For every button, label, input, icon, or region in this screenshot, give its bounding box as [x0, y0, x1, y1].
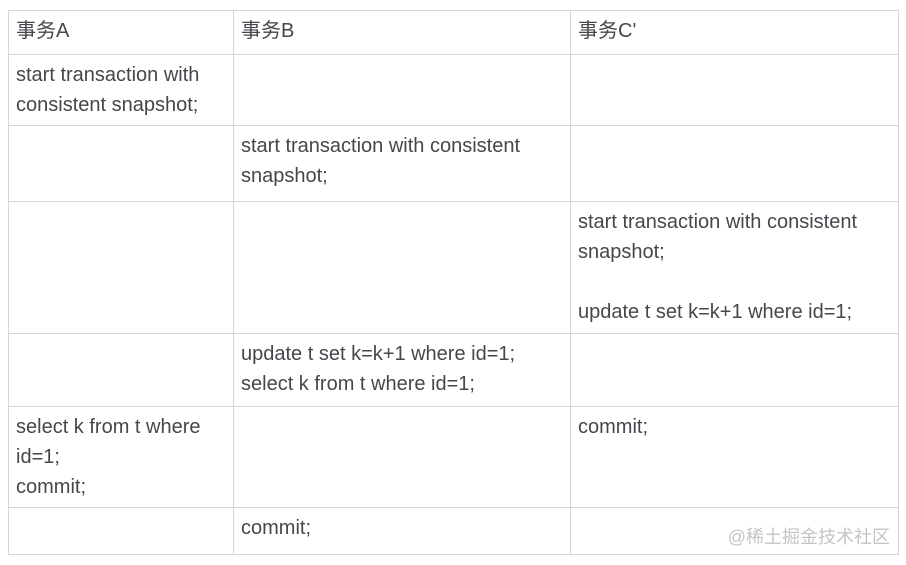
- cell-txb-step2: start transaction with consistent snapsh…: [233, 125, 571, 202]
- cell-txa-step3: [8, 201, 234, 334]
- cell-txc-step5: commit;: [570, 406, 899, 508]
- transaction-timeline-table: 事务A 事务B 事务C' start transaction with cons…: [8, 10, 899, 555]
- cell-txa-step4: [8, 333, 234, 407]
- table-row: select k from t where id=1; commit; comm…: [8, 406, 899, 508]
- cell-txb-step4: update t set k=k+1 where id=1; select k …: [233, 333, 571, 407]
- cell-txc-step1: [570, 54, 899, 126]
- cell-txc-step3: start transaction with consistent snapsh…: [570, 201, 899, 334]
- table-row: update t set k=k+1 where id=1; select k …: [8, 333, 899, 407]
- cell-txa-step5: select k from t where id=1; commit;: [8, 406, 234, 508]
- table-row: commit;: [8, 507, 899, 555]
- cell-txa-step2: [8, 125, 234, 202]
- column-header-transaction-c: 事务C': [570, 10, 899, 55]
- cell-txb-step6: commit;: [233, 507, 571, 555]
- table-row: start transaction with consistent snapsh…: [8, 125, 899, 202]
- table-row: start transaction with consistent snapsh…: [8, 54, 899, 126]
- cell-txb-step3: [233, 201, 571, 334]
- cell-txa-step6: [8, 507, 234, 555]
- cell-txb-step5: [233, 406, 571, 508]
- cell-txa-step1: start transaction with consistent snapsh…: [8, 54, 234, 126]
- cell-txc-step2: [570, 125, 899, 202]
- cell-txc-step6: [570, 507, 899, 555]
- table-row: start transaction with consistent snapsh…: [8, 201, 899, 334]
- cell-txb-step1: [233, 54, 571, 126]
- column-header-transaction-b: 事务B: [233, 10, 571, 55]
- header-row: 事务A 事务B 事务C': [8, 10, 899, 55]
- cell-txc-step4: [570, 333, 899, 407]
- column-header-transaction-a: 事务A: [8, 10, 234, 55]
